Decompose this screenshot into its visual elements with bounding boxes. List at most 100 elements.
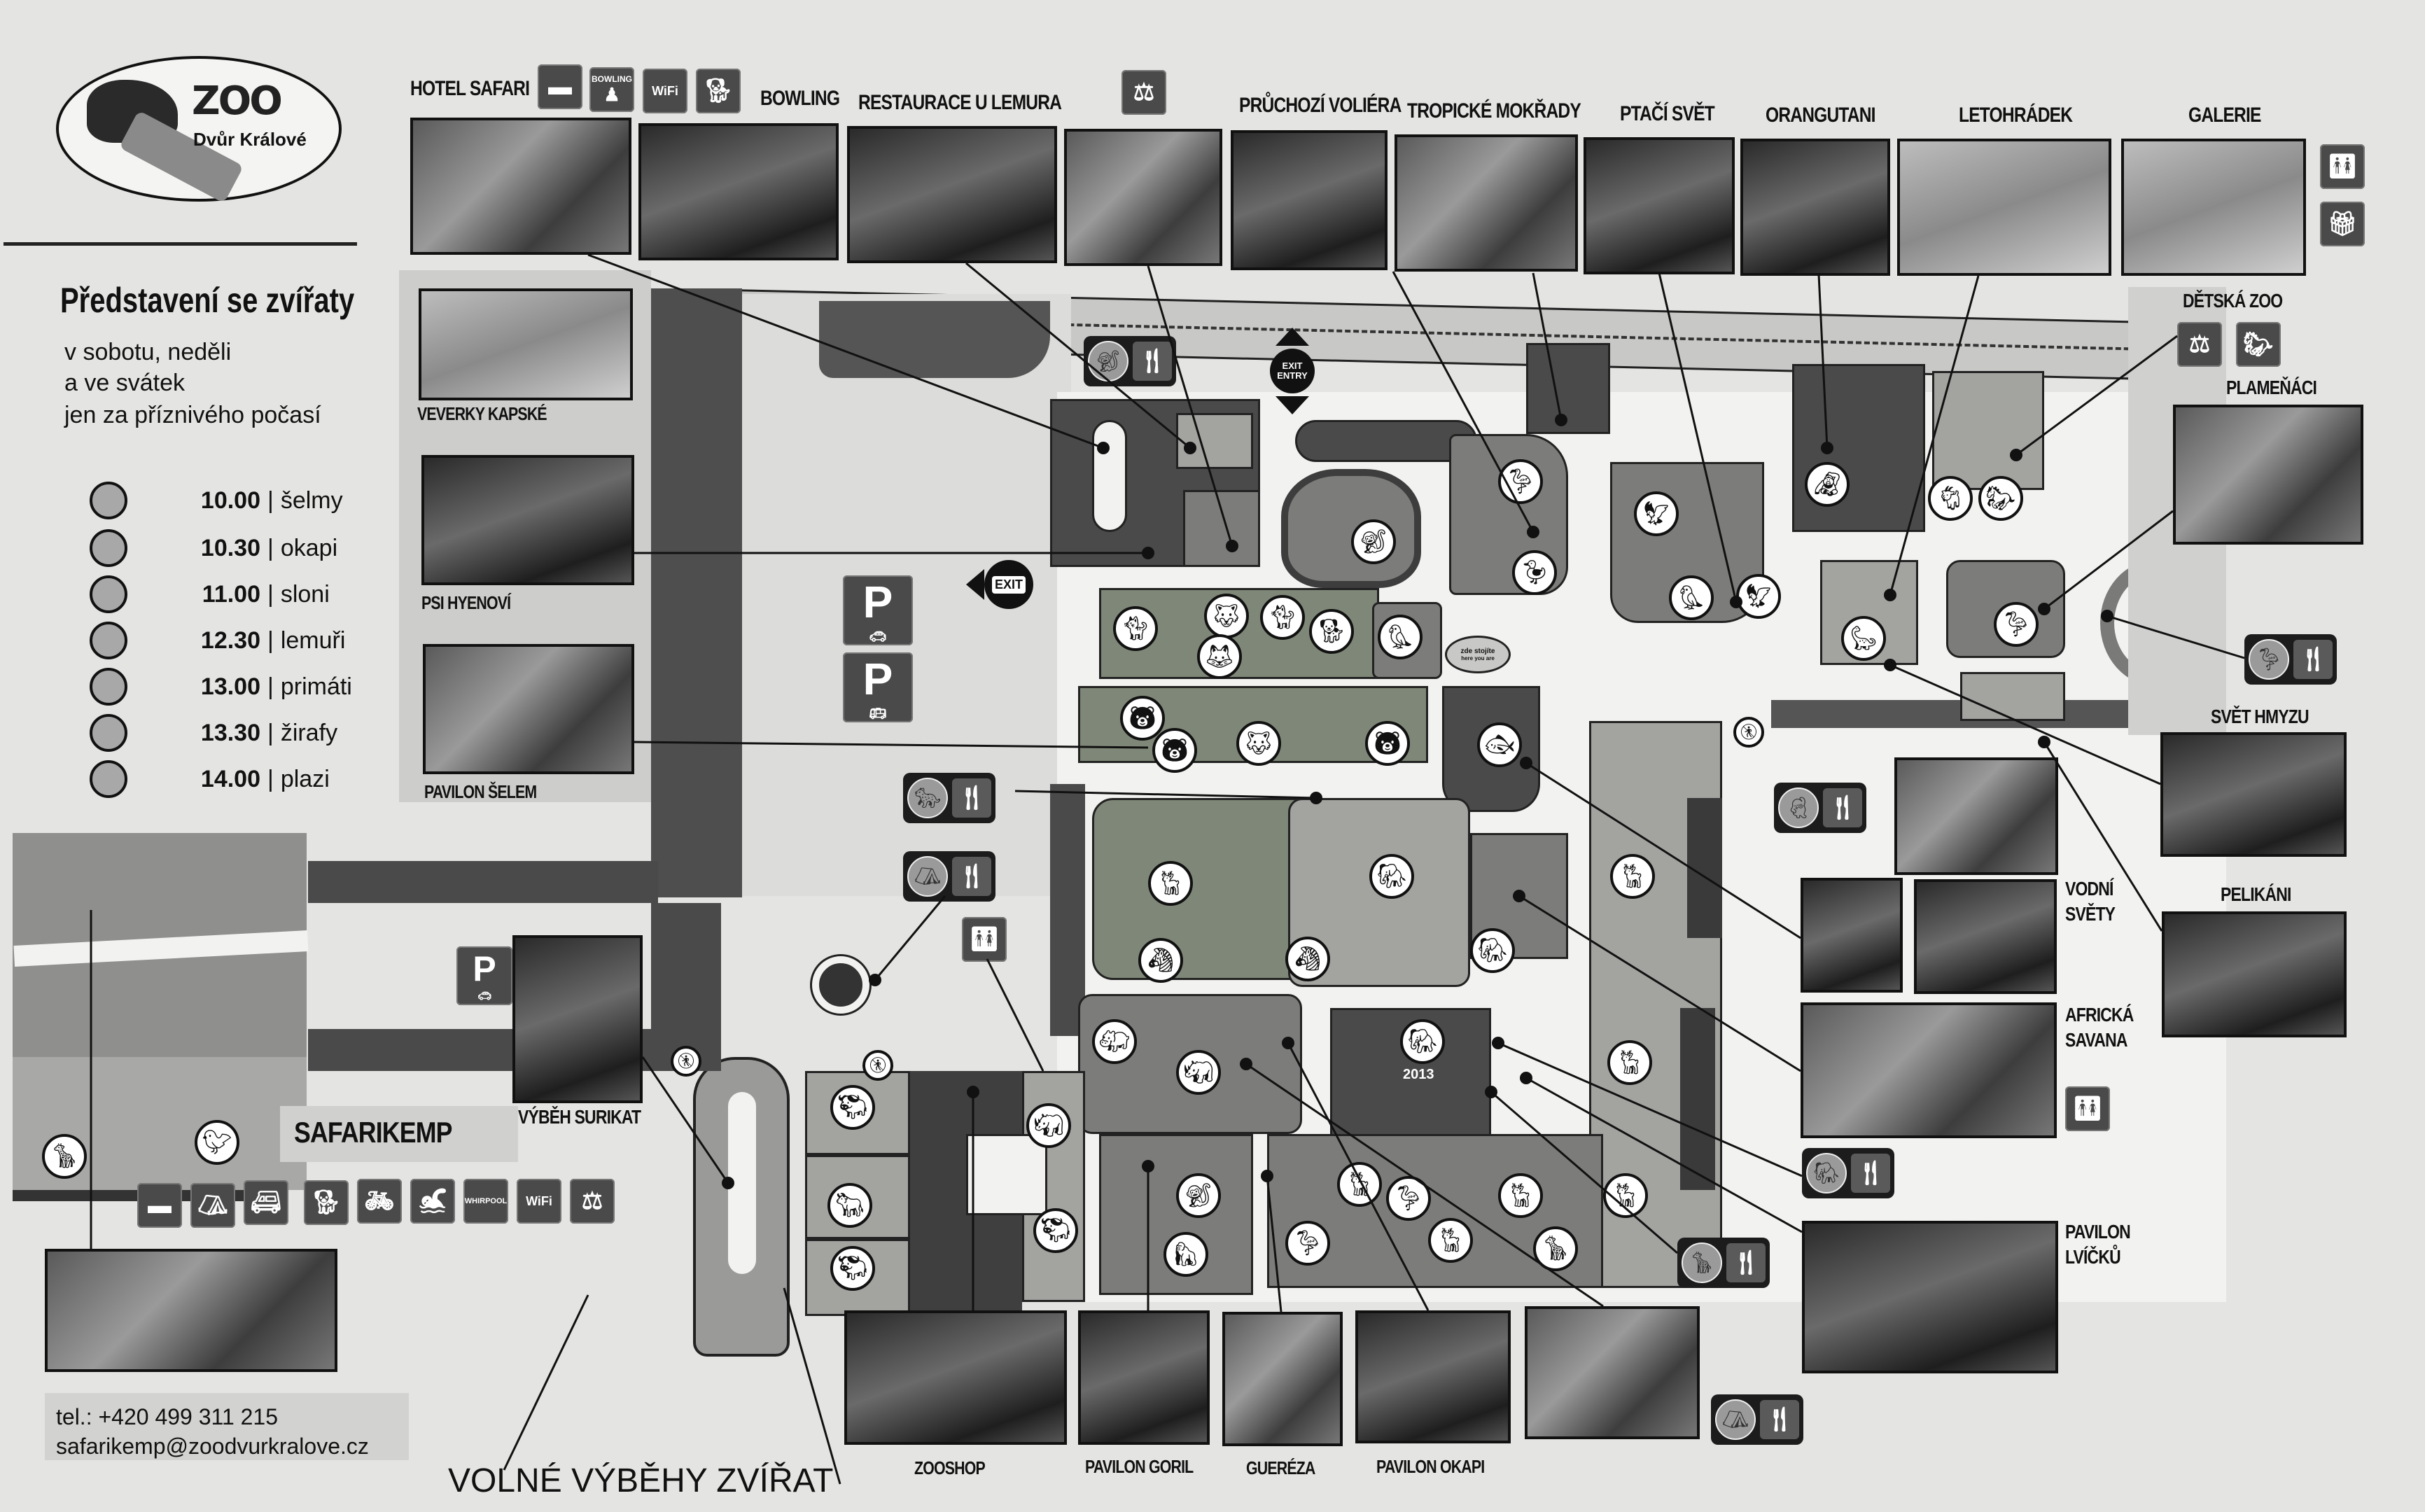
- animal-marker-hyena[interactable]: 🐺︎: [1236, 721, 1281, 766]
- restaurant-ibis-badge[interactable]: 🦩︎🍴︎: [2244, 634, 2337, 685]
- animal-marker-dinosaur[interactable]: 🦕︎: [1841, 616, 1886, 661]
- animal-marker-parrot-2[interactable]: 🦜︎: [1669, 575, 1714, 620]
- animal-marker-bear-3[interactable]: 🐻︎: [1365, 721, 1410, 766]
- animal-marker-rhino[interactable]: 🦏︎: [1176, 1050, 1221, 1095]
- photo-pelikani[interactable]: [2162, 911, 2347, 1037]
- photo-світ-guereza[interactable]: [1222, 1312, 1343, 1446]
- animal-marker-cat[interactable]: 🐈︎: [1260, 595, 1305, 640]
- animal-marker-antelope[interactable]: 🦌︎: [1610, 854, 1655, 899]
- restaurant-elephant-badge[interactable]: 🐘︎🍴︎: [1802, 1148, 1894, 1198]
- photo-ptaci-svet[interactable]: [1584, 137, 1735, 274]
- restaurant-giraffe-badge[interactable]: 🦒︎🍴︎: [1677, 1238, 1770, 1288]
- animal-marker-okapi-2[interactable]: 🦓︎: [1285, 937, 1330, 981]
- restaurant-hut-badge-2[interactable]: ⛺︎🍴︎: [1711, 1394, 1803, 1445]
- restaurant-icon: 🍴︎: [1823, 788, 1862, 827]
- animal-marker-gazelle-2[interactable]: 🦌︎: [1337, 1162, 1382, 1207]
- animal-marker-lynx[interactable]: 🐈︎: [1113, 606, 1158, 651]
- animal-marker-bull[interactable]: 🐂︎: [827, 1183, 872, 1228]
- photo-pruchozi-voliera[interactable]: [1231, 130, 1388, 270]
- restaurant-puma-badge[interactable]: 🐆︎🍴︎: [903, 773, 995, 823]
- photo-dancers-restaurant[interactable]: [1894, 757, 2058, 875]
- photo-vodni-svety-1[interactable]: [1801, 878, 1903, 993]
- photo-restaurant-playground[interactable]: [1064, 129, 1222, 266]
- animal-marker-ostrich[interactable]: 🐦︎: [195, 1120, 239, 1165]
- animal-marker-elephant-2013[interactable]: 🐘︎: [1400, 1019, 1445, 1064]
- photo-zooshop[interactable]: [844, 1310, 1067, 1445]
- parking-bus-icon[interactable]: P🚌︎: [843, 652, 913, 722]
- photo-svet-hmyzu[interactable]: [2160, 732, 2347, 857]
- restaurant-hut-badge[interactable]: ⛺︎🍴︎: [903, 851, 995, 902]
- animal-marker-deer-2[interactable]: 🦌︎: [1428, 1218, 1473, 1263]
- animal-marker-elephant[interactable]: 🐘︎: [1369, 854, 1414, 899]
- pony-ride-icon: 🐎︎: [2236, 322, 2281, 367]
- animal-marker-parrot[interactable]: 🦜︎: [1378, 615, 1423, 659]
- animal-marker-monkey[interactable]: 🐒︎: [1351, 519, 1396, 564]
- animal-marker-duck[interactable]: 🦆︎: [1512, 550, 1557, 595]
- photo-galerie[interactable]: [2121, 139, 2306, 276]
- photo-hotel-safari[interactable]: [410, 118, 631, 255]
- animal-marker-antelope-2[interactable]: 🦌︎: [1498, 1173, 1543, 1218]
- photo-orangutani[interactable]: [1740, 139, 1890, 276]
- exit-sign[interactable]: EXIT: [966, 560, 1033, 609]
- schedule-row: 13.00|primáti: [90, 668, 352, 706]
- photo-pavilon-okapi[interactable]: [1355, 1310, 1511, 1443]
- animal-marker-heron[interactable]: 🦩︎: [1498, 459, 1543, 504]
- photo-vybeh-surikat[interactable]: [512, 935, 643, 1103]
- photo-vodni-svety-2[interactable]: [1914, 879, 2057, 994]
- parking-camp-icon[interactable]: P🚗︎: [456, 946, 512, 1005]
- no-pedestrians-icon: 🚷︎: [862, 1050, 893, 1081]
- photo-pavilon-goril[interactable]: [1078, 1310, 1210, 1445]
- animal-marker-gazelle[interactable]: 🦌︎: [1148, 861, 1193, 906]
- photo-veverky-kapske[interactable]: [419, 288, 633, 400]
- animal-marker-fox[interactable]: 🦊︎: [1197, 634, 1242, 679]
- animal-marker-bear-2[interactable]: 🐻︎: [1152, 728, 1197, 773]
- animal-marker-eagle[interactable]: 🦅︎: [1634, 491, 1679, 536]
- photo-psi-hyenovi[interactable]: [421, 455, 634, 585]
- schedule-row: 12.30|lemuři: [90, 622, 345, 659]
- animal-marker-kudu[interactable]: 🦌︎: [1603, 1173, 1648, 1218]
- photo-restaurace-u-lemura[interactable]: [847, 126, 1057, 263]
- animal-marker-orangutan[interactable]: 🦧︎: [1805, 462, 1850, 507]
- label-pruchozi-voliera: PRŮCHOZÍ VOLIÉRA: [1239, 94, 1402, 117]
- photo-bowling[interactable]: [638, 123, 839, 260]
- animal-marker-gorilla[interactable]: 🦍︎: [1163, 1232, 1208, 1277]
- seesaw-icon: ⚖: [2177, 322, 2222, 367]
- photo-south-path[interactable]: [1525, 1306, 1700, 1439]
- photo-plamenaci[interactable]: [2173, 405, 2363, 545]
- toilets-icon: 🚻︎: [962, 917, 1007, 962]
- photo-tropicke-mokrady[interactable]: [1395, 134, 1578, 272]
- exit-entry-sign[interactable]: EXIT ENTRY: [1267, 328, 1318, 419]
- animal-marker-stork[interactable]: 🦩︎: [1386, 1176, 1431, 1221]
- safarikemp-email[interactable]: safarikemp@zoodvurkralove.cz: [56, 1434, 369, 1459]
- animal-marker-bear[interactable]: 🐻︎: [1120, 696, 1165, 741]
- no-pedestrians-icon: 🚷︎: [1733, 717, 1764, 748]
- animal-marker-giraffe-camp[interactable]: 🦒︎: [42, 1134, 87, 1179]
- dancers-icon: 💃︎: [1778, 788, 1819, 828]
- photo-letohradek[interactable]: [1897, 139, 2111, 276]
- animal-marker-eagle-2[interactable]: 🦅︎: [1736, 574, 1781, 619]
- animal-marker-stork-2[interactable]: 🦩︎: [1285, 1221, 1330, 1266]
- animal-marker-fish[interactable]: 🐟︎: [1477, 722, 1522, 767]
- photo-pavilon-selem[interactable]: [423, 644, 634, 774]
- animal-marker-elephant-2[interactable]: 🐘︎: [1470, 928, 1515, 973]
- animal-marker-bison[interactable]: 🐃︎: [1033, 1208, 1078, 1253]
- restaurant-dancers-badge[interactable]: 💃︎🍴︎: [1774, 783, 1866, 833]
- animal-marker-yak[interactable]: 🐃︎: [830, 1246, 875, 1291]
- animal-marker-deer[interactable]: 🦌︎: [1607, 1040, 1652, 1085]
- restaurant-lemur-badge[interactable]: 🐒︎🍴︎: [1084, 336, 1176, 386]
- animal-marker-hippo[interactable]: 🦛︎: [1092, 1019, 1137, 1064]
- animal-marker-okapi[interactable]: 🦓︎: [1138, 938, 1183, 983]
- parking-car-icon[interactable]: P🚗︎: [843, 575, 913, 645]
- savanna-east-bar: [1687, 798, 1722, 938]
- gift-shop-icon: 🎁︎: [2320, 202, 2365, 246]
- animal-marker-flamingo[interactable]: 🦩︎: [1994, 602, 2039, 647]
- animal-marker-dog[interactable]: 🐕︎: [1309, 609, 1354, 654]
- photo-pavilon-lvicku[interactable]: [1802, 1221, 2058, 1373]
- animal-marker-rhino-2[interactable]: 🦏︎: [1026, 1103, 1071, 1148]
- photo-safarikemp[interactable]: [45, 1249, 337, 1372]
- animal-marker-buffalo[interactable]: 🐃︎: [830, 1085, 875, 1130]
- animal-marker-goat[interactable]: 🐐︎: [1928, 476, 1973, 521]
- photo-africka-savana[interactable]: [1801, 1002, 2057, 1138]
- animal-marker-horse[interactable]: 🐎︎: [1978, 476, 2023, 521]
- animal-marker-monkey-2[interactable]: 🐒︎: [1176, 1173, 1221, 1218]
